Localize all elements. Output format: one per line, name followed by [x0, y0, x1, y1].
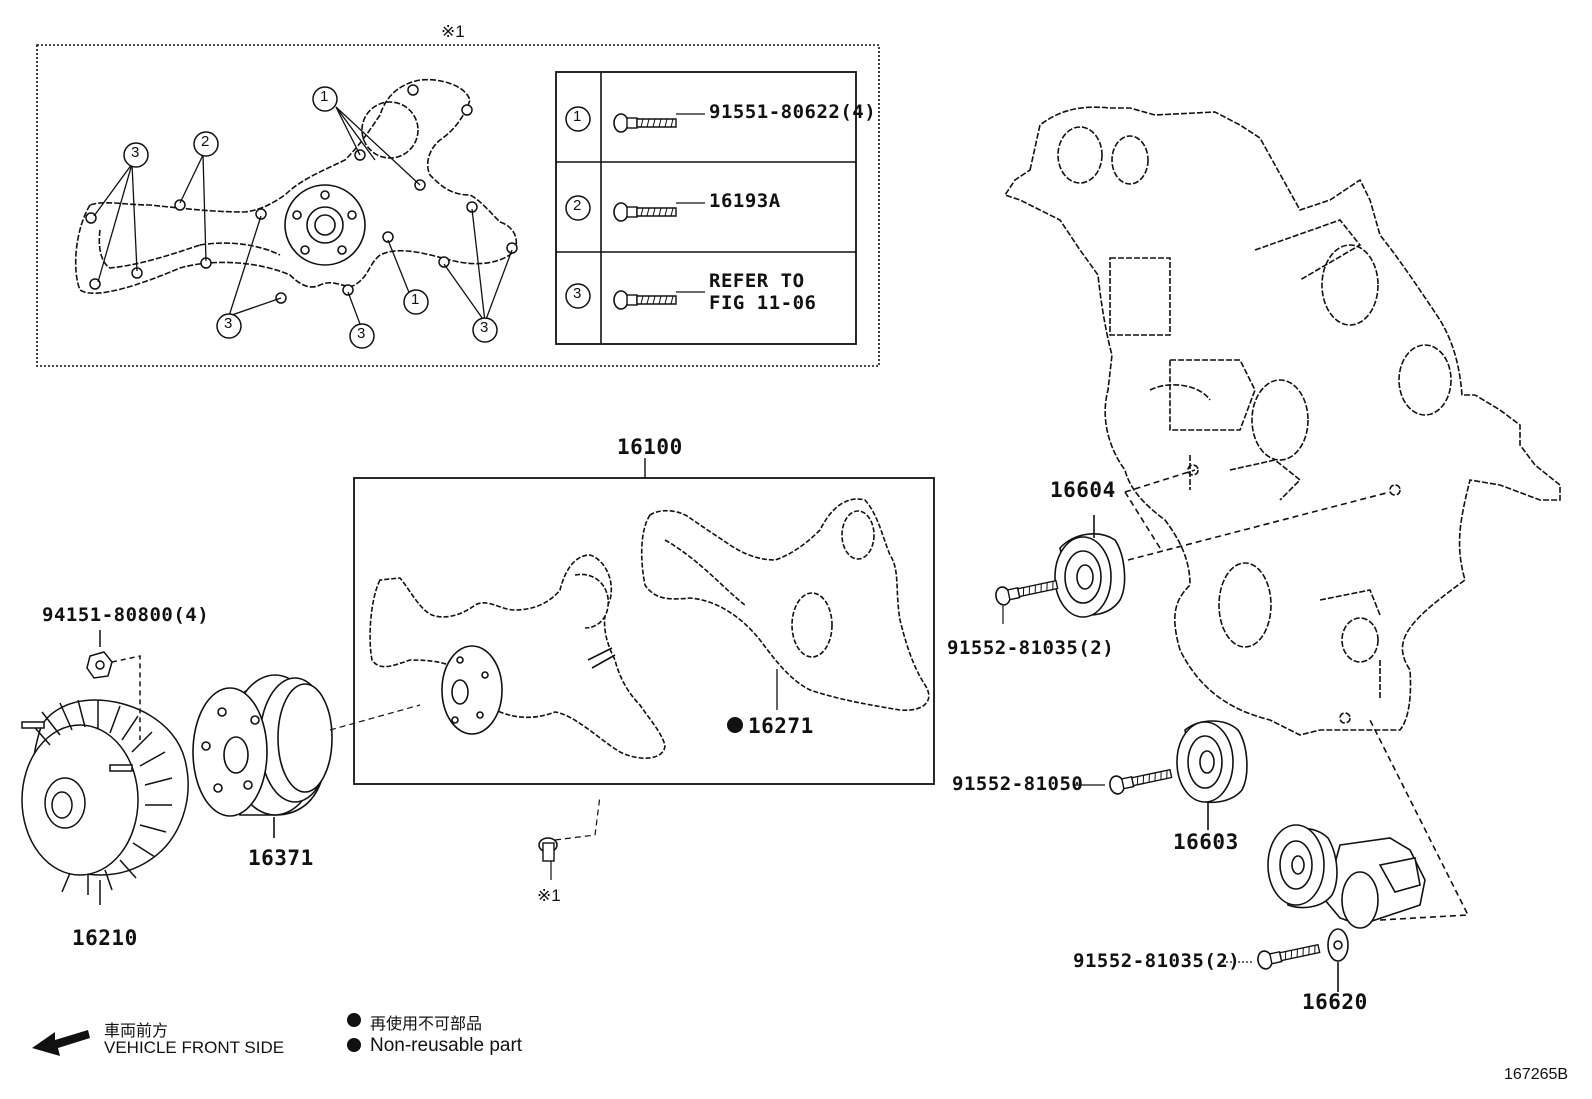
label-idler-lower[interactable]: 16603 — [1173, 830, 1239, 854]
table-row1-part[interactable]: 91551-80622(4) — [709, 101, 877, 123]
label-idler-upper-bolt[interactable]: 91552-81035(2) — [947, 637, 1115, 659]
legend-direction-en: VEHICLE FRONT SIDE — [104, 1038, 285, 1057]
tensioner-bolt[interactable] — [1222, 938, 1322, 972]
bolt-icon — [613, 290, 677, 310]
label-idler-upper[interactable]: 16604 — [1050, 478, 1116, 502]
idler-lower-bolt[interactable] — [1075, 763, 1174, 797]
label-gasket[interactable]: 16271 — [748, 714, 814, 738]
pump-bolt-ref[interactable] — [538, 795, 601, 880]
inset-callout: 3 — [131, 144, 140, 161]
row2-num-circle — [565, 195, 591, 221]
bullet-icon — [347, 1038, 361, 1052]
inset-callout: 2 — [201, 133, 210, 150]
table-row2-part[interactable]: 16193A — [709, 190, 781, 212]
nut-94151[interactable] — [86, 630, 141, 740]
non-reusable-marker — [727, 717, 743, 733]
label-nut[interactable]: 94151-80800(4) — [42, 604, 210, 626]
label-tensioner[interactable]: 16620 — [1302, 990, 1368, 1014]
inset-bolt-table — [555, 71, 857, 345]
table-row2-num: 2 — [573, 197, 582, 214]
row1-num-circle — [565, 106, 591, 132]
water-pump-assy-frame — [353, 458, 935, 785]
inset-callout: 3 — [224, 315, 233, 332]
inset-callout: 3 — [480, 319, 489, 336]
label-pulley[interactable]: 16371 — [248, 846, 314, 870]
table-row3-num: 3 — [573, 285, 582, 302]
figure-id: 167265B — [1504, 1066, 1569, 1083]
pulley-16371[interactable] — [192, 674, 333, 838]
bolt-icon — [613, 113, 677, 133]
inset-note-top: ※1 — [441, 22, 465, 41]
inset-leaders — [93, 106, 513, 333]
gasket-16271[interactable] — [640, 498, 930, 711]
label-water-pump-assy[interactable]: 16100 — [617, 435, 683, 459]
label-fan-clutch[interactable]: 16210 — [72, 926, 138, 950]
row3-num-circle — [565, 283, 591, 309]
front-direction-arrow-icon — [32, 1030, 90, 1056]
legend-nonreuse-jp: 再使用不可部品 — [370, 1016, 483, 1033]
idler-upper-bolt[interactable] — [993, 574, 1060, 624]
tensioner-16620[interactable] — [1267, 719, 1470, 992]
table-row1-num: 1 — [573, 108, 582, 125]
fan-clutch-16210[interactable] — [21, 699, 189, 905]
inset-frame — [36, 44, 880, 367]
inset-water-pump-outline — [74, 78, 518, 294]
inset-callout: 3 — [357, 325, 366, 342]
label-idler-lower-bolt[interactable]: 91552-81050 — [952, 773, 1084, 795]
pump-bolt-note: ※1 — [537, 886, 561, 905]
inset-callout-circles — [123, 86, 498, 349]
water-pump-housing[interactable] — [369, 554, 666, 759]
water-pump-hub[interactable] — [441, 645, 616, 735]
inset-pump-hub — [284, 184, 366, 266]
bolt-icon — [613, 202, 677, 222]
legend-nonreuse-en: Non-reusable part — [370, 1035, 523, 1056]
inset-callout: 1 — [320, 88, 329, 105]
inset-callout: 1 — [411, 291, 420, 308]
timing-cover — [1003, 106, 1561, 736]
legend-direction-jp: 車両前方 — [104, 1023, 169, 1040]
idler-pulley-16603[interactable] — [1176, 720, 1248, 830]
table-row3-ref-line2[interactable]: FIG 11-06 — [709, 292, 817, 314]
bullet-icon — [347, 1013, 361, 1027]
table-row3-ref-line1: REFER TO — [709, 270, 805, 292]
idler-pulley-16604[interactable] — [1054, 469, 1391, 618]
label-tensioner-bolt[interactable]: 91552-81035(2) — [1073, 950, 1241, 972]
